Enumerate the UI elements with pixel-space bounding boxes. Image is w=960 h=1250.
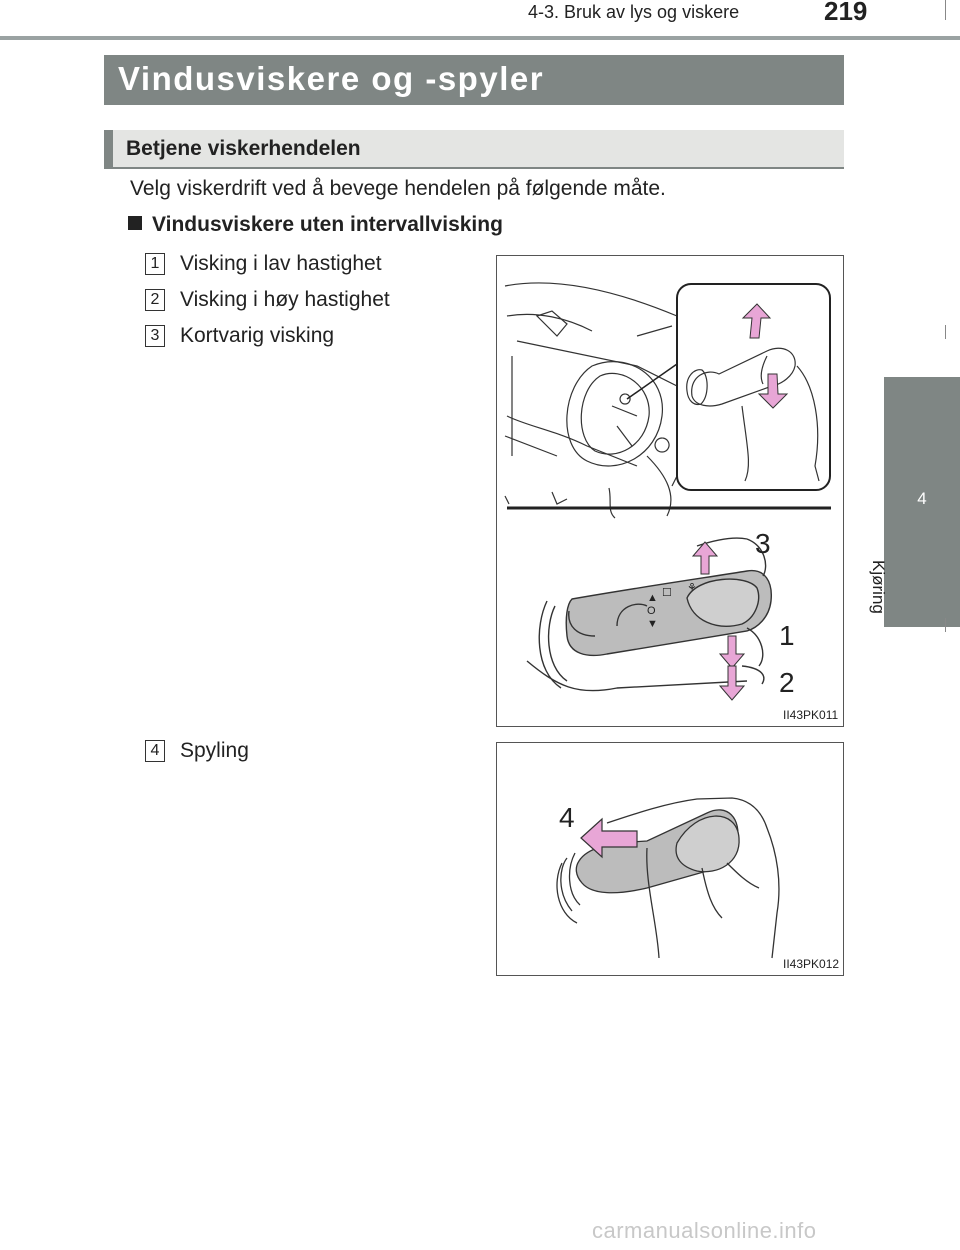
figure-callout: 2 (779, 667, 795, 698)
figure-callout: 1 (779, 620, 795, 651)
figure-code: II43PK011 (783, 708, 838, 722)
svg-text:O: O (647, 605, 656, 617)
header-rule (0, 36, 960, 40)
subtitle-accent (104, 130, 113, 169)
section-header: 4-3. Bruk av lys og viskere (528, 2, 739, 23)
condition-label: Vindusviskere uten intervallvisking (152, 213, 503, 236)
chapter-number: 4 (884, 489, 960, 509)
svg-text:☐: ☐ (662, 587, 672, 599)
svg-text:⚘: ⚘ (687, 582, 697, 594)
item-label: Spyling (180, 739, 249, 763)
figure-callout: 4 (559, 802, 575, 833)
figure-callout: 3 (755, 528, 771, 559)
figure-code: II43PK012 (783, 957, 839, 971)
intro-text: Velg viskerdrift ved å bevege hendelen p… (130, 177, 666, 201)
svg-text:▼: ▼ (647, 618, 658, 630)
page-number: 219 (824, 0, 867, 27)
title-bar: Vindusviskere og -spyler (104, 55, 844, 105)
side-tick (945, 618, 946, 632)
item-number: 4 (145, 740, 165, 762)
header-tick (945, 0, 946, 20)
chapter-label: Kjøring (868, 560, 888, 600)
page-title: Vindusviskere og -spyler (118, 60, 544, 98)
figure-washer: 4 II43PK012 (496, 742, 844, 976)
washer-illustration: 4 (497, 743, 842, 974)
square-bullet-icon (128, 216, 142, 230)
wiper-lever-illustration: ▲ O ▼ ☐ ⚘ 3 1 2 (497, 256, 842, 725)
svg-text:▲: ▲ (647, 592, 658, 604)
subtitle: Betjene viskerhendelen (126, 137, 361, 161)
side-tick (945, 325, 946, 339)
watermark: carmanualsonline.info (592, 1218, 817, 1244)
item-number: 2 (145, 289, 165, 311)
item-number: 1 (145, 253, 165, 275)
item-label: Visking i lav hastighet (180, 252, 382, 276)
figure-wiper-lever: ▲ O ▼ ☐ ⚘ 3 1 2 II43PK011 (496, 255, 844, 727)
item-label: Visking i høy hastighet (180, 288, 390, 312)
condition-heading: Vindusviskere uten intervallvisking (128, 213, 503, 237)
chapter-tab: 4 (884, 377, 960, 627)
subtitle-bar: Betjene viskerhendelen (104, 130, 844, 169)
item-number: 3 (145, 325, 165, 347)
item-label: Kortvarig visking (180, 324, 334, 348)
